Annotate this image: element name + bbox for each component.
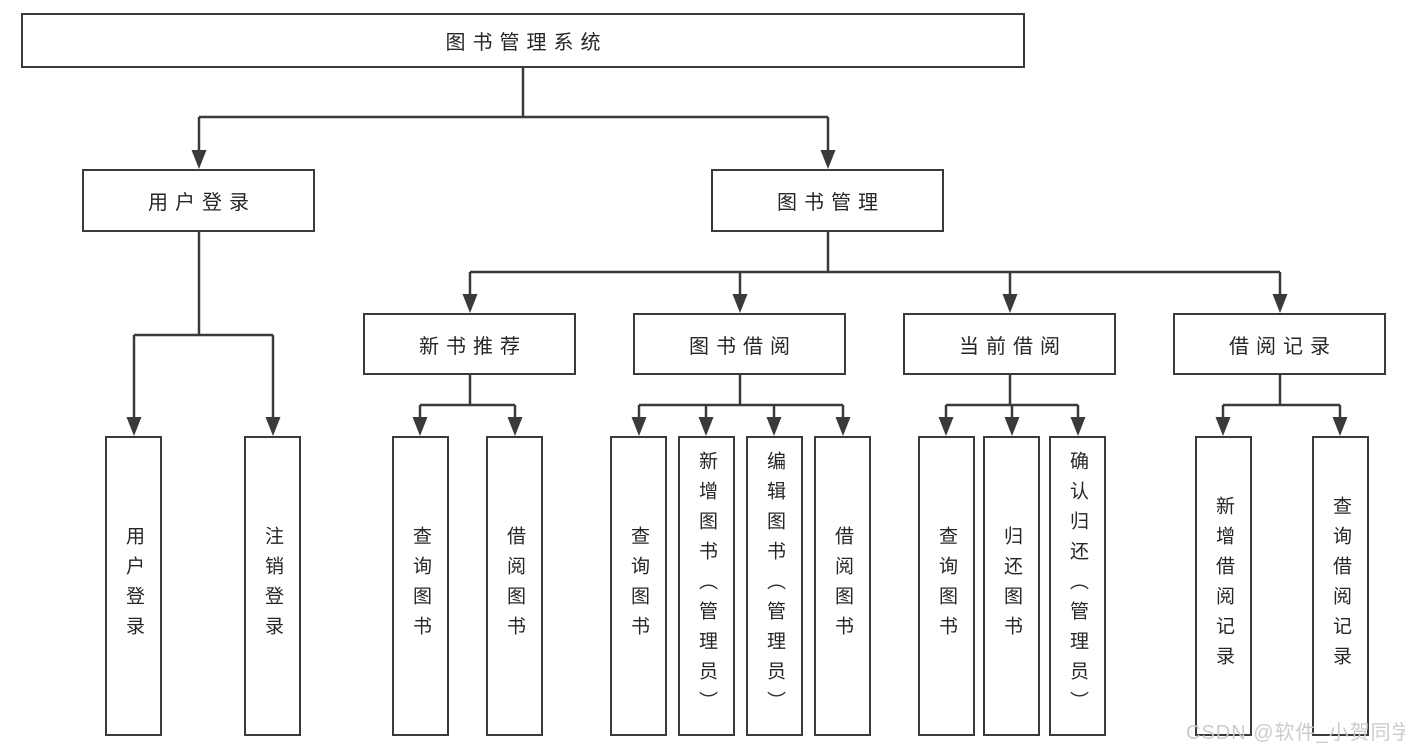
leaf-add-book-admin: 新增图书（管理员）	[678, 436, 735, 736]
leaf-edit-book-admin-label: 编辑图书（管理员）	[764, 451, 785, 721]
leaf-return-book-label: 归还图书	[1001, 526, 1022, 646]
leaf-borrow-books-2-label: 借阅图书	[832, 526, 853, 646]
node-current-borrow-label: 当前借阅	[959, 335, 1067, 358]
leaf-query-books-3-label: 查询图书	[936, 526, 957, 646]
leaf-return-book: 归还图书	[983, 436, 1040, 736]
leaf-confirm-return-admin-label: 确认归还（管理员）	[1067, 451, 1088, 721]
watermark: CSDN @软件_小贺同学	[1186, 722, 1405, 744]
leaf-borrow-books-1-label: 借阅图书	[504, 526, 525, 646]
leaf-query-books-1-label: 查询图书	[410, 526, 431, 646]
leaf-query-books-3: 查询图书	[918, 436, 975, 736]
leaf-borrow-books-1: 借阅图书	[486, 436, 543, 736]
node-borrow-records-label: 借阅记录	[1229, 335, 1337, 358]
leaf-logout-label: 注销登录	[262, 526, 283, 646]
node-book-management: 图书管理	[711, 169, 944, 232]
node-book-borrow: 图书借阅	[633, 313, 846, 375]
leaf-borrow-books-2: 借阅图书	[814, 436, 871, 736]
leaf-query-books-1: 查询图书	[392, 436, 449, 736]
leaf-add-borrow-record: 新增借阅记录	[1195, 436, 1252, 736]
node-borrow-records: 借阅记录	[1173, 313, 1386, 375]
leaf-query-books-2-label: 查询图书	[628, 526, 649, 646]
leaf-edit-book-admin: 编辑图书（管理员）	[746, 436, 803, 736]
leaf-logout: 注销登录	[244, 436, 301, 736]
node-root-label: 图书管理系统	[445, 32, 608, 54]
node-root-system: 图书管理系统	[21, 13, 1025, 68]
node-new-book-recommend-label: 新书推荐	[419, 335, 527, 358]
node-book-management-label: 图书管理	[777, 192, 885, 214]
node-new-book-recommend: 新书推荐	[363, 313, 576, 375]
leaf-user-login-label: 用户登录	[123, 526, 144, 646]
leaf-query-borrow-record-label: 查询借阅记录	[1330, 496, 1351, 676]
node-user-login: 用户登录	[82, 169, 315, 232]
leaf-query-books-2: 查询图书	[610, 436, 667, 736]
node-current-borrow: 当前借阅	[903, 313, 1116, 375]
leaf-user-login: 用户登录	[105, 436, 162, 736]
node-book-borrow-label: 图书借阅	[689, 335, 797, 358]
node-user-login-label: 用户登录	[148, 192, 256, 214]
leaf-add-borrow-record-label: 新增借阅记录	[1213, 496, 1234, 676]
leaf-query-borrow-record: 查询借阅记录	[1312, 436, 1369, 736]
leaf-add-book-admin-label: 新增图书（管理员）	[696, 451, 717, 721]
leaf-confirm-return-admin: 确认归还（管理员）	[1049, 436, 1106, 736]
